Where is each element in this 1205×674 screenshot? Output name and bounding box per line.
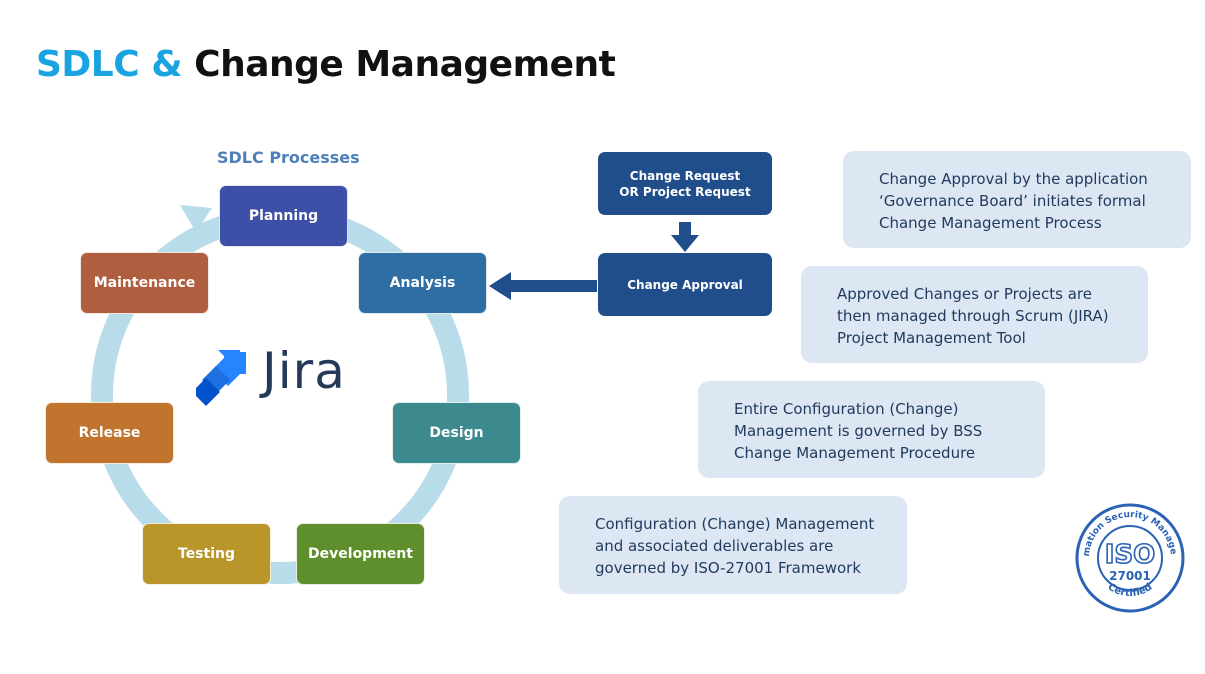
note-line: then managed through Scrum (JIRA) xyxy=(837,307,1109,325)
note-line: Project Management Tool xyxy=(837,329,1026,347)
note-line: Change Management Procedure xyxy=(734,444,976,462)
title-accent: SDLC & xyxy=(36,44,183,85)
note-scrum-jira: Approved Changes or Projects are then ma… xyxy=(801,266,1148,363)
svg-text:Certified: Certified xyxy=(1106,582,1155,600)
jira-icon xyxy=(196,350,246,406)
cycle-arrowhead-icon xyxy=(180,205,212,232)
note-line: Entire Configuration (Change) xyxy=(734,400,959,418)
change-approval-box: Change Approval xyxy=(598,253,772,316)
note-line: and associated deliverables are xyxy=(595,537,834,555)
phase-testing: Testing xyxy=(142,523,271,585)
iso-bottom-text: Certified xyxy=(1106,582,1155,600)
change-approval-label: Change Approval xyxy=(627,277,743,292)
title-main: Change Management xyxy=(194,44,616,85)
jira-wordmark: Jira xyxy=(262,342,346,400)
phase-maintenance: Maintenance xyxy=(80,252,209,314)
left-arrow-icon xyxy=(489,272,597,300)
note-bss-procedure: Entire Configuration (Change) Management… xyxy=(698,381,1045,478)
note-line: Approved Changes or Projects are xyxy=(837,285,1092,303)
note-line: Management is governed by BSS xyxy=(734,422,983,440)
iso-center-text: ISO xyxy=(1105,540,1156,570)
note-line: ‘Governance Board’ initiates formal xyxy=(879,192,1146,210)
note-line: Configuration (Change) Management xyxy=(595,515,875,533)
phase-planning: Planning xyxy=(219,185,348,247)
phase-release: Release xyxy=(45,402,174,464)
down-arrow-icon xyxy=(671,222,699,252)
change-request-line1: Change Request xyxy=(629,168,741,183)
phase-development: Development xyxy=(296,523,425,585)
sdlc-heading: SDLC Processes xyxy=(217,148,360,167)
change-request-box: Change Request OR Project Request xyxy=(598,152,772,215)
change-request-line2: OR Project Request xyxy=(619,184,751,199)
note-line: Change Approval by the application xyxy=(879,170,1148,188)
note-governance: Change Approval by the application ‘Gove… xyxy=(843,151,1191,248)
page-title: SDLC & Change Management xyxy=(36,44,616,85)
iso-number-text: 27001 xyxy=(1109,569,1151,583)
iso-27001-seal-icon: Information Security Management Certifie… xyxy=(1074,503,1185,613)
phase-design: Design xyxy=(392,402,521,464)
note-iso-framework: Configuration (Change) Management and as… xyxy=(559,496,907,594)
note-line: governed by ISO-27001 Framework xyxy=(595,559,862,577)
phase-analysis: Analysis xyxy=(358,252,487,314)
note-line: Change Management Process xyxy=(879,214,1102,232)
